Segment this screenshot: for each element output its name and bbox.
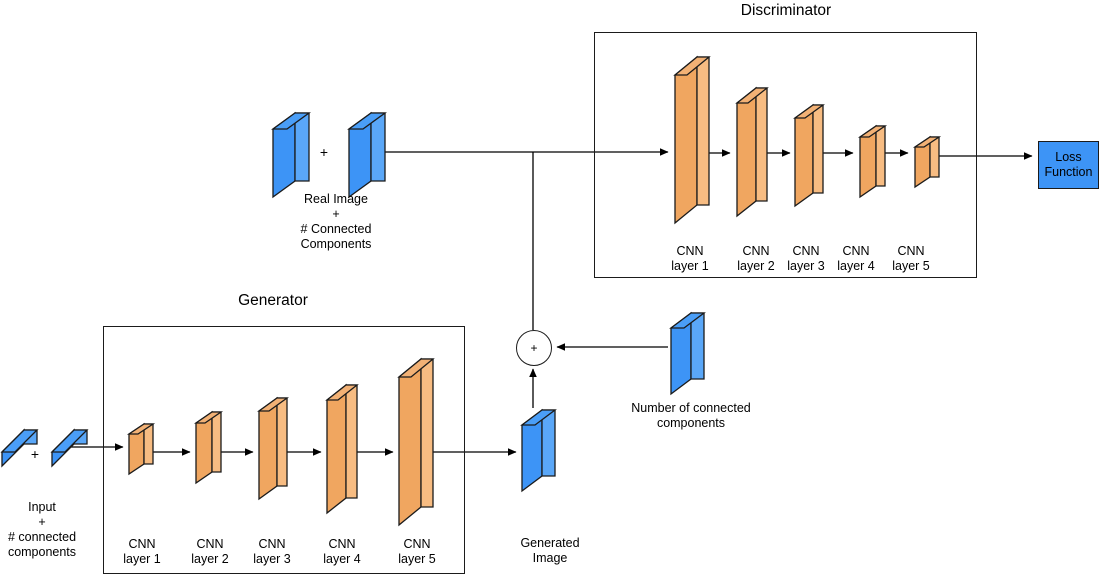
- discriminator-layer-5[interactable]: [912, 135, 955, 199]
- discriminator-layer-1[interactable]: [673, 55, 727, 237]
- discriminator-layer-5-label: CNN layer 5: [892, 244, 930, 273]
- generator-title: Generator: [238, 292, 308, 309]
- input-block-1[interactable]: [0, 428, 42, 474]
- generator-layer-5[interactable]: [397, 357, 451, 539]
- generator-layer-5-label: CNN layer 5: [398, 537, 436, 566]
- generated-image-label: Generated Image: [520, 536, 580, 565]
- input-label: Input + # connected components: [7, 500, 77, 559]
- discriminator-layer-1-label: CNN layer 1: [671, 244, 709, 273]
- connected-components-block[interactable]: [669, 311, 715, 401]
- input-plus-sign: +: [30, 446, 40, 462]
- generator-layer-3[interactable]: [256, 396, 305, 513]
- generator-layer-2-label: CNN layer 2: [191, 537, 229, 566]
- generator-layer-1[interactable]: [126, 422, 169, 486]
- real-image-block-1[interactable]: [271, 111, 319, 205]
- generator-layer-1-label: CNN layer 1: [123, 537, 161, 566]
- generator-layer-4-label: CNN layer 4: [323, 537, 361, 566]
- discriminator-layer-3-label: CNN layer 3: [787, 244, 825, 273]
- discriminator-layer-3[interactable]: [792, 103, 841, 220]
- loss-function-box[interactable]: Loss Function: [1038, 141, 1099, 189]
- discriminator-layer-2[interactable]: [735, 86, 785, 228]
- discriminator-layer-4[interactable]: [857, 124, 902, 211]
- sum-node[interactable]: +: [516, 330, 552, 366]
- generated-image-block[interactable]: [520, 408, 566, 498]
- real-image-plus-sign: +: [319, 144, 329, 160]
- generator-layer-4[interactable]: [325, 383, 375, 525]
- discriminator-layer-4-label: CNN layer 4: [837, 244, 875, 273]
- generator-layer-3-label: CNN layer 3: [253, 537, 291, 566]
- discriminator-title: Discriminator: [740, 2, 832, 19]
- connected-components-label: Number of connected components: [631, 401, 751, 430]
- real-image-label: Real Image + # Connected Components: [300, 192, 372, 251]
- discriminator-layer-2-label: CNN layer 2: [737, 244, 775, 273]
- input-block-2[interactable]: [50, 428, 92, 474]
- discriminator-box: [594, 32, 977, 278]
- generator-layer-2[interactable]: [193, 410, 238, 497]
- real-image-block-2[interactable]: [347, 111, 395, 205]
